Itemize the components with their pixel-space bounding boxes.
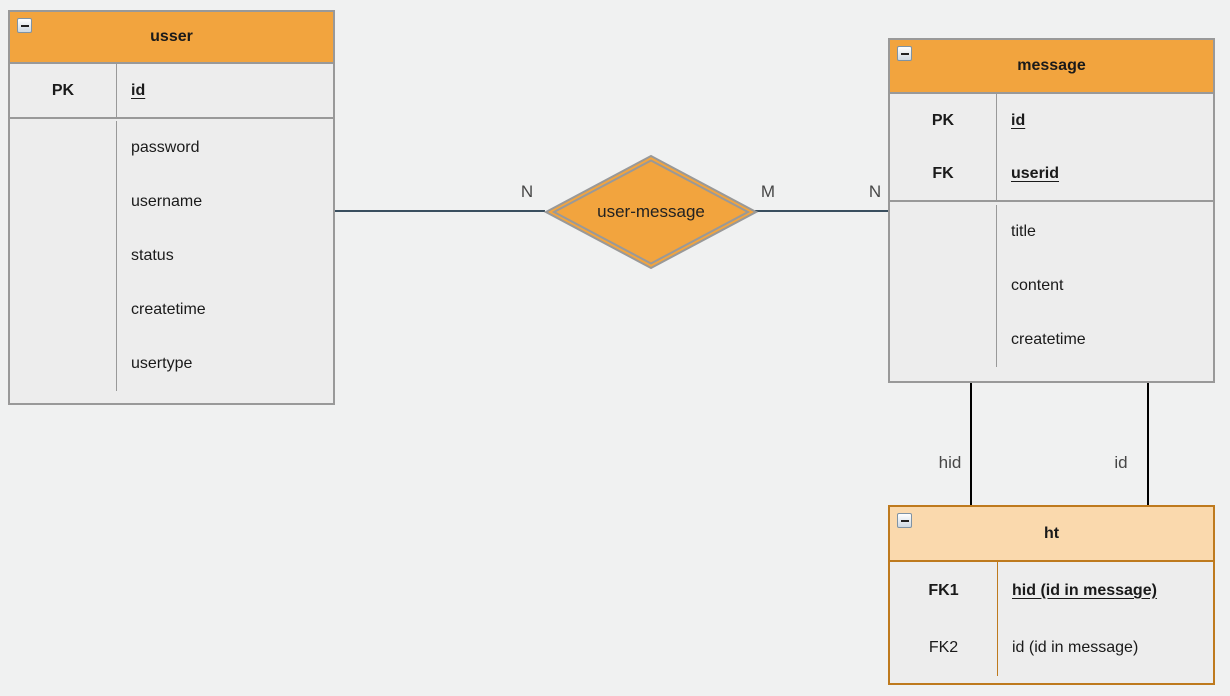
table-row[interactable]: PK id (890, 94, 1213, 147)
field-cell: status (131, 247, 174, 264)
diamond-outer-outline (543, 154, 759, 270)
key-type-cell: PK (10, 64, 117, 117)
key-type-cell: PK (890, 94, 997, 147)
entity-ht-body: FK1 hid (id in message) FK2 id (id in me… (890, 562, 1213, 676)
entity-usser-body: password username status createtime user… (10, 117, 333, 391)
key-type-cell (890, 205, 997, 259)
field-cell: password (131, 139, 200, 156)
entity-message[interactable]: message PK id FK userid title content (888, 38, 1215, 383)
edge-label-id: id (1114, 453, 1128, 472)
key-type-cell (890, 313, 997, 367)
relationship-label: user-message (597, 202, 705, 221)
entity-usser-title: usser (150, 28, 193, 45)
field-cell: username (131, 193, 203, 210)
table-row[interactable]: FK1 hid (id in message) (890, 562, 1213, 619)
edge-message-to-ht-hid[interactable] (970, 383, 972, 505)
cardinality-label-m-diamond-side: M (760, 182, 776, 201)
diamond-inner-outline (551, 159, 751, 265)
table-row[interactable]: createtime (10, 283, 333, 337)
table-row[interactable]: FK userid (890, 147, 1213, 200)
edge-usser-to-relationship[interactable] (335, 210, 545, 212)
table-row[interactable]: PK id (10, 64, 333, 117)
table-row[interactable]: usertype (10, 337, 333, 391)
entity-usser[interactable]: usser PK id password username status (8, 10, 335, 405)
entity-ht-header[interactable]: ht (890, 507, 1213, 562)
table-row[interactable]: content (890, 259, 1213, 313)
key-type-cell (10, 283, 117, 337)
key-type-cell: FK2 (890, 619, 998, 676)
edge-relationship-to-message[interactable] (755, 210, 888, 212)
key-type-cell (10, 337, 117, 391)
key-type-cell (10, 229, 117, 283)
entity-message-body: title content createtime (890, 200, 1213, 367)
key-field-cell: id (1011, 111, 1026, 129)
entity-ht[interactable]: ht FK1 hid (id in message) FK2 id (id in… (888, 505, 1215, 685)
table-row[interactable]: username (10, 175, 333, 229)
key-field-cell: id (131, 81, 146, 99)
entity-message-title: message (1017, 57, 1086, 74)
entity-message-keys-section: PK id FK userid (890, 94, 1213, 200)
key-type-cell (890, 259, 997, 313)
key-field-cell: hid (id in message) (1012, 581, 1157, 599)
table-row[interactable]: FK2 id (id in message) (890, 619, 1213, 676)
entity-ht-title: ht (1043, 524, 1060, 542)
key-type-cell: FK1 (890, 562, 998, 619)
table-row[interactable]: title (890, 205, 1213, 259)
entity-message-header[interactable]: message (890, 40, 1213, 94)
edge-label-hid: hid (938, 453, 962, 472)
cardinality-label-n-message-side: N (868, 182, 882, 201)
edge-message-to-ht-id[interactable] (1147, 383, 1149, 505)
collapse-icon[interactable] (897, 513, 912, 528)
field-cell: content (1011, 277, 1064, 294)
entity-usser-header[interactable]: usser (10, 12, 333, 64)
key-field-cell: userid (1011, 164, 1060, 182)
collapse-icon[interactable] (17, 18, 32, 33)
key-type-cell: FK (890, 147, 997, 200)
entity-usser-keys-section: PK id (10, 64, 333, 117)
key-type-cell (10, 121, 117, 175)
table-row[interactable]: createtime (890, 313, 1213, 367)
table-row[interactable]: password (10, 121, 333, 175)
collapse-icon[interactable] (897, 46, 912, 61)
field-cell: title (1011, 223, 1036, 240)
minus-glyph (900, 519, 909, 522)
key-type-cell (10, 175, 117, 229)
minus-glyph (900, 52, 909, 55)
cardinality-label-n-usser-side: N (520, 182, 534, 201)
table-row[interactable]: status (10, 229, 333, 283)
relationship-user-message[interactable]: user-message (543, 154, 759, 270)
field-cell: createtime (1011, 331, 1086, 348)
relationship-diamond-shape (543, 154, 759, 270)
field-cell: usertype (131, 355, 193, 372)
minus-glyph (20, 24, 29, 27)
field-cell: id (id in message) (1012, 638, 1139, 656)
field-cell: createtime (131, 301, 206, 318)
